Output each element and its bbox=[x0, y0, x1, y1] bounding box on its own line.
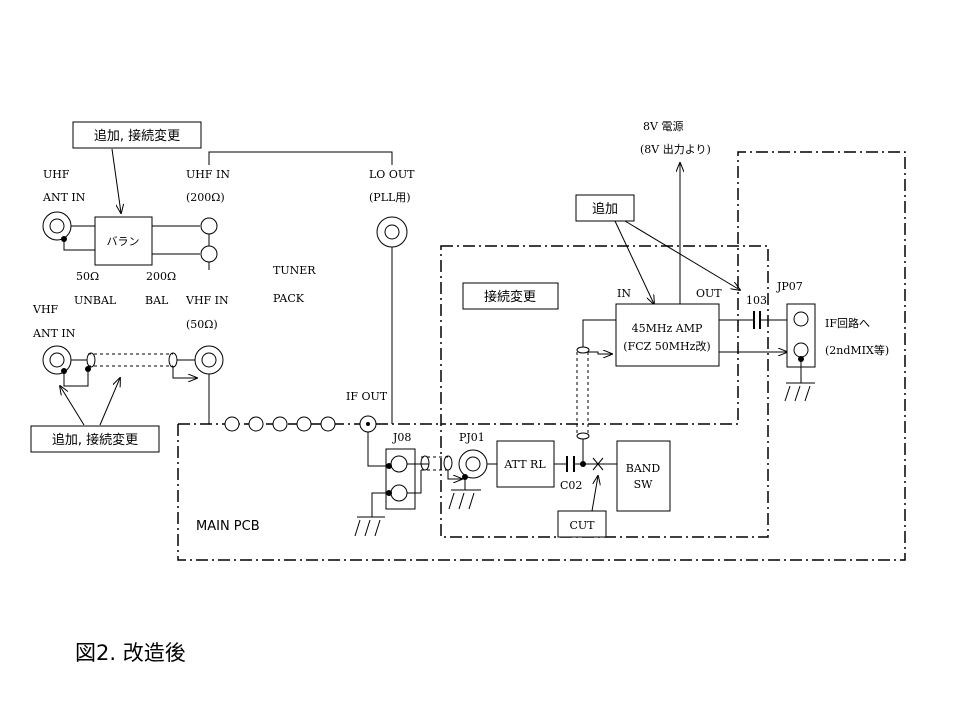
ohm200-left-label: 200Ω bbox=[146, 270, 176, 283]
jp07-connector-block: JP07 IF回路へ (2ndMIX等) bbox=[776, 280, 889, 402]
bal-label: BAL bbox=[145, 294, 169, 307]
pack-label: PACK bbox=[273, 292, 305, 305]
uhf-label: UHF bbox=[43, 168, 70, 181]
tsuika-bottom-label: 追加, 接続変更 bbox=[52, 432, 138, 448]
if-out-label: IF OUT bbox=[346, 390, 388, 403]
tsuika-top-label: 追加, 接続変更 bbox=[94, 128, 180, 144]
vhf-ant-in-label: ANT IN bbox=[32, 327, 76, 340]
tuner-pack-section: UHF IN (200Ω) VHF IN (50Ω) TUNER PACK LO… bbox=[185, 151, 415, 424]
att-rl-label: ATT RL bbox=[503, 458, 546, 471]
out-label: OUT bbox=[696, 287, 722, 300]
unbal-label: UNBAL bbox=[74, 294, 117, 307]
callout-bottom: 追加, 接続変更 bbox=[30, 378, 160, 453]
power-label: 8V 電源 bbox=[643, 119, 683, 133]
uhf-in-terminal-2 bbox=[200, 245, 218, 263]
cut-box bbox=[557, 510, 607, 538]
if-kairo-label: IF回路へ bbox=[825, 317, 870, 330]
vhf-label: VHF bbox=[32, 303, 59, 316]
cut-mark bbox=[592, 457, 604, 471]
in-label: IN bbox=[617, 287, 631, 300]
vhf-in-ohm-label: (50Ω) bbox=[186, 318, 218, 331]
band-sw-box bbox=[616, 440, 671, 512]
j08-connector-block: J08 bbox=[354, 431, 462, 537]
mix-label: (2ndMIX等) bbox=[825, 343, 889, 357]
amp-feed-cable bbox=[576, 319, 616, 461]
c02-capacitor bbox=[566, 456, 575, 472]
amp-line2: (FCZ 50MHz改) bbox=[623, 339, 710, 353]
cut-label: CUT bbox=[569, 519, 595, 532]
lo-out-label: LO OUT bbox=[369, 168, 415, 181]
band-label: BAND bbox=[626, 462, 661, 475]
vhf-antenna-section: VHF ANT IN bbox=[32, 303, 224, 424]
if-out-chain: IF OUT bbox=[224, 390, 389, 467]
j08-label: J08 bbox=[392, 431, 411, 444]
main-pcb-label: MAIN PCB bbox=[196, 519, 260, 534]
pj01-label: PJ01 bbox=[459, 431, 485, 444]
c02-label: C02 bbox=[560, 479, 582, 492]
amp-section: IN OUT 45MHz AMP (FCZ 50MHz改) 8V 電源 (8V … bbox=[615, 119, 787, 367]
jp07-label: JP07 bbox=[776, 280, 803, 293]
main-pcb-boundary bbox=[177, 151, 906, 561]
uhf-antenna-section: UHF ANT IN バラン 50Ω 200Ω UNBAL BAL bbox=[42, 168, 218, 307]
uhf-ant-in-label: ANT IN bbox=[42, 191, 86, 204]
main-signal-path: PJ01 ATT RL C02 CUT BAND SW bbox=[448, 431, 671, 538]
att-rl-box bbox=[496, 440, 555, 488]
pll-label: (PLL用) bbox=[369, 191, 411, 204]
power-src-label: (8V 出力より) bbox=[640, 142, 711, 156]
callout-tsuika: 追加 bbox=[575, 194, 740, 304]
tuner-label: TUNER bbox=[273, 264, 316, 277]
uhf-in-terminal-1 bbox=[200, 217, 218, 235]
balun-label: バラン bbox=[107, 235, 140, 248]
amp-box bbox=[615, 303, 720, 367]
uhf-in-ohm-label: (200Ω) bbox=[186, 191, 225, 204]
ohm50-left-label: 50Ω bbox=[76, 270, 99, 283]
callout-top: 追加, 接続変更 bbox=[72, 121, 202, 213]
sw-label: SW bbox=[634, 478, 654, 491]
uhf-in-label: UHF IN bbox=[186, 168, 230, 181]
vhf-in-label: VHF IN bbox=[185, 294, 229, 307]
callout-setsuzoku: 接続変更 bbox=[462, 282, 559, 310]
figure-caption: 図2. 改造後 bbox=[75, 641, 186, 665]
setsuzoku-label: 接続変更 bbox=[484, 289, 536, 305]
balun-box bbox=[94, 216, 153, 266]
tsuika-label: 追加 bbox=[592, 201, 618, 217]
c103-capacitor bbox=[753, 311, 761, 329]
amp-line1: 45MHz AMP bbox=[632, 322, 703, 335]
c103-label: 103 bbox=[746, 294, 767, 307]
